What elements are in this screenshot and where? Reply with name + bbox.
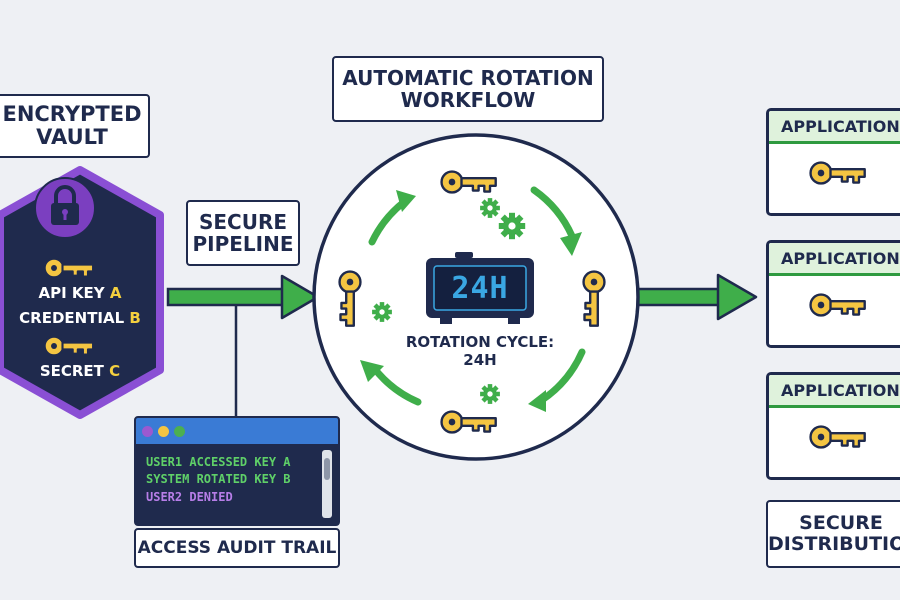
vault-item-secret-label: SECRET: [39, 362, 104, 380]
application-card: APPLICATION: [766, 108, 900, 216]
gear-icon-2: [498, 212, 526, 240]
application-key-icon: [809, 161, 866, 185]
digital-clock: [426, 252, 534, 324]
application-label: APPLICATION: [769, 375, 900, 408]
distribution-label: SECURE DISTRIBUTION: [766, 500, 900, 568]
vault-item-credential: CREDENTIAL B: [8, 309, 152, 327]
window-dot-purple[interactable]: [142, 425, 153, 437]
vault-item-api-key-tag: A: [109, 284, 122, 302]
application-card: APPLICATION: [766, 372, 900, 480]
vault-item-secret-tag: C: [109, 362, 121, 380]
audit-log-body: USER1 ACCESSED KEY A SYSTEM ROTATED KEY …: [136, 444, 338, 506]
window-dot-yellow[interactable]: [158, 425, 169, 437]
vault-title: ENCRYPTED VAULT: [0, 94, 150, 158]
clock-display: 24H: [451, 270, 509, 306]
pipeline-label: SECURE PIPELINE: [186, 200, 300, 266]
padlock-icon: [51, 185, 79, 225]
vault-item-credential-tag: B: [129, 309, 141, 327]
pipeline-arrow: [166, 274, 320, 320]
gear-icon-4: [479, 383, 501, 405]
audit-log-window: USER1 ACCESSED KEY A SYSTEM ROTATED KEY …: [134, 416, 340, 526]
application-key-icon: [809, 293, 866, 317]
cycle-arrowheads: [360, 190, 582, 412]
application-key-icon: [809, 425, 866, 449]
audit-entry: USER2 DENIED: [146, 489, 233, 504]
audit-scrollbar[interactable]: [322, 450, 332, 518]
distribution-arrow: [634, 273, 758, 321]
audit-trail-label: ACCESS AUDIT TRAIL: [134, 528, 340, 568]
gear-icon-3: [371, 301, 393, 323]
audit-window-titlebar: [136, 418, 338, 444]
vault-item-api-key-label: API KEY: [38, 284, 105, 302]
vault-item-secret: SECRET C: [14, 362, 146, 380]
audit-entry: USER1 ACCESSED KEY A: [146, 455, 291, 469]
vault-item-credential-label: CREDENTIAL: [19, 309, 125, 327]
window-dot-green[interactable]: [174, 425, 185, 437]
audit-scrollbar-thumb[interactable]: [324, 458, 330, 480]
rotation-cycle-label: ROTATION CYCLE: 24H: [405, 333, 555, 369]
application-label: APPLICATION: [769, 243, 900, 276]
workflow-title: AUTOMATIC ROTATION WORKFLOW: [332, 56, 604, 122]
vault-item-api-key: API KEY A: [14, 284, 146, 302]
application-card: APPLICATION: [766, 240, 900, 348]
gear-icon-1: [479, 197, 501, 219]
audit-entry: SYSTEM ROTATED KEY B: [146, 472, 291, 487]
application-label: APPLICATION: [769, 111, 900, 144]
